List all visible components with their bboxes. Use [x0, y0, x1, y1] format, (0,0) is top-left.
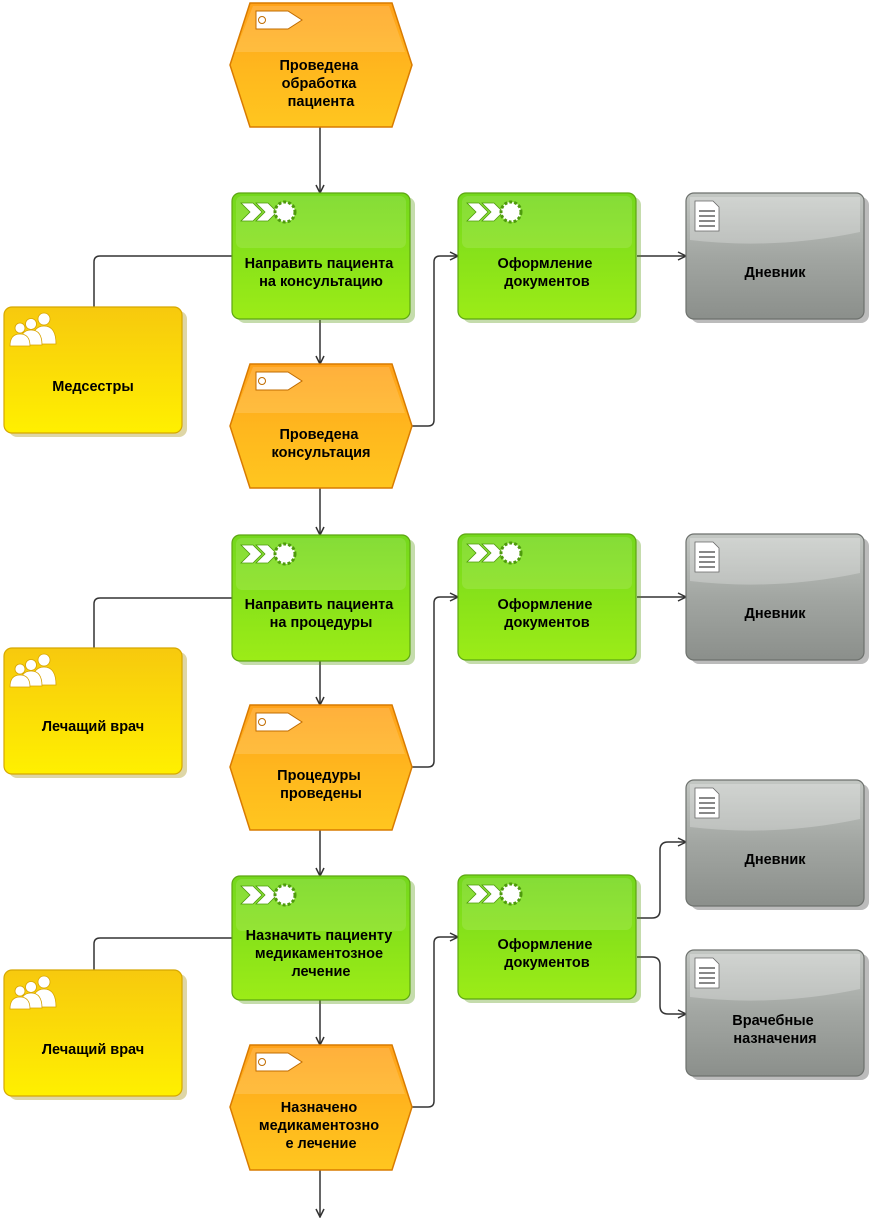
label-line: документов [504, 615, 590, 631]
people-icon [9, 653, 57, 688]
function-icon [240, 200, 297, 224]
label-line: Дневник [745, 265, 807, 281]
function-documents-1[interactable]: Оформление документов [457, 192, 641, 323]
document-label: Врачебные назначения [732, 1013, 818, 1047]
label-line: Медсестры [52, 379, 134, 395]
event-icon [255, 10, 303, 30]
event-procedures-done[interactable]: Процедуры проведены [229, 704, 413, 831]
function-label: Оформление документов [498, 937, 597, 971]
function-refer-consultation[interactable]: Направить пациента на консультацию [231, 192, 415, 323]
document-diary-1[interactable]: Дневник [685, 192, 869, 323]
label-line: Проведена [279, 58, 359, 74]
event-icon [255, 371, 303, 391]
label-line: пациента [288, 94, 356, 110]
document-label: Дневник [745, 852, 807, 868]
label-line: назначения [733, 1031, 816, 1047]
label-line: Направить пациента [245, 256, 395, 272]
connector [93, 255, 232, 307]
label-line: обработка [282, 76, 358, 92]
label-line: Дневник [745, 852, 807, 868]
document-label: Дневник [745, 265, 807, 281]
org-label: Медсестры [52, 379, 134, 395]
document-icon [694, 787, 720, 819]
document-diary-3[interactable]: Дневник [685, 779, 869, 910]
label-line: проведены [280, 786, 362, 802]
label-line: Дневник [745, 606, 807, 622]
event-label: Назначено медикаментозно е лечение [259, 1100, 383, 1152]
event-label: Проведена обработка пациента [279, 58, 362, 110]
org-unit-nurses[interactable]: Медсестры [3, 306, 187, 437]
function-label: Направить пациента на консультацию [245, 256, 398, 290]
event-medication-done[interactable]: Назначено медикаментозно е лечение [229, 1044, 413, 1171]
label-line: документов [504, 274, 590, 290]
label-line: Проведена [279, 427, 359, 443]
document-diary-2[interactable]: Дневник [685, 533, 869, 664]
function-label: Оформление документов [498, 256, 597, 290]
document-icon [694, 541, 720, 573]
label-line: Оформление [498, 256, 593, 272]
connector [93, 937, 232, 970]
function-prescribe-medication[interactable]: Назначить пациенту медикаментозное лечен… [231, 875, 415, 1004]
function-icon [466, 200, 523, 224]
people-icon [9, 975, 57, 1010]
org-unit-doctor-2[interactable]: Лечащий врач [3, 969, 187, 1100]
event-label: Проведена консультация [272, 427, 371, 461]
connector [410, 256, 458, 427]
org-label: Лечащий врач [42, 719, 144, 735]
event-label: Процедуры проведены [277, 768, 365, 802]
label-line: медикаментозно [259, 1118, 379, 1134]
function-icon [240, 542, 297, 566]
label-line: на процедуры [270, 615, 373, 631]
function-icon [466, 882, 523, 906]
function-documents-3[interactable]: Оформление документов [457, 874, 641, 1003]
connectors [93, 127, 686, 1217]
document-prescriptions[interactable]: Врачебные назначения [685, 949, 869, 1080]
label-line: лечение [292, 964, 351, 980]
connector [637, 956, 686, 1014]
label-line: Оформление [498, 597, 593, 613]
label-line: на консультацию [259, 274, 383, 290]
people-icon [9, 312, 57, 347]
document-icon [694, 957, 720, 989]
function-label: Назначить пациенту медикаментозное лечен… [246, 928, 397, 980]
label-line: Лечащий врач [42, 1042, 144, 1058]
event-consultation-done[interactable]: Проведена консультация [229, 363, 413, 489]
connector [410, 937, 458, 1108]
label-line: Оформление [498, 937, 593, 953]
connector [410, 597, 458, 768]
label-line: консультация [272, 445, 371, 461]
label-line: е лечение [285, 1136, 356, 1152]
function-label: Направить пациента на процедуры [245, 597, 398, 631]
document-label: Дневник [745, 606, 807, 622]
label-line: медикаментозное [255, 946, 383, 962]
connector [637, 842, 686, 919]
function-icon [466, 541, 523, 565]
function-icon [240, 883, 297, 907]
event-processing[interactable]: Проведена обработка пациента [229, 2, 413, 128]
document-icon [694, 200, 720, 232]
event-icon [255, 712, 303, 732]
label-line: Процедуры [277, 768, 361, 784]
label-line: Назначено [281, 1100, 358, 1116]
org-unit-doctor-1[interactable]: Лечащий врач [3, 647, 187, 778]
label-line: Врачебные [732, 1013, 814, 1029]
label-line: документов [504, 955, 590, 971]
function-documents-2[interactable]: Оформление документов [457, 533, 641, 664]
label-line: Направить пациента [245, 597, 395, 613]
label-line: Лечащий врач [42, 719, 144, 735]
connector [93, 597, 232, 648]
function-refer-procedures[interactable]: Направить пациента на процедуры [231, 534, 415, 665]
function-label: Оформление документов [498, 597, 597, 631]
org-label: Лечащий врач [42, 1042, 144, 1058]
event-icon [255, 1052, 303, 1072]
label-line: Назначить пациенту [246, 928, 393, 944]
